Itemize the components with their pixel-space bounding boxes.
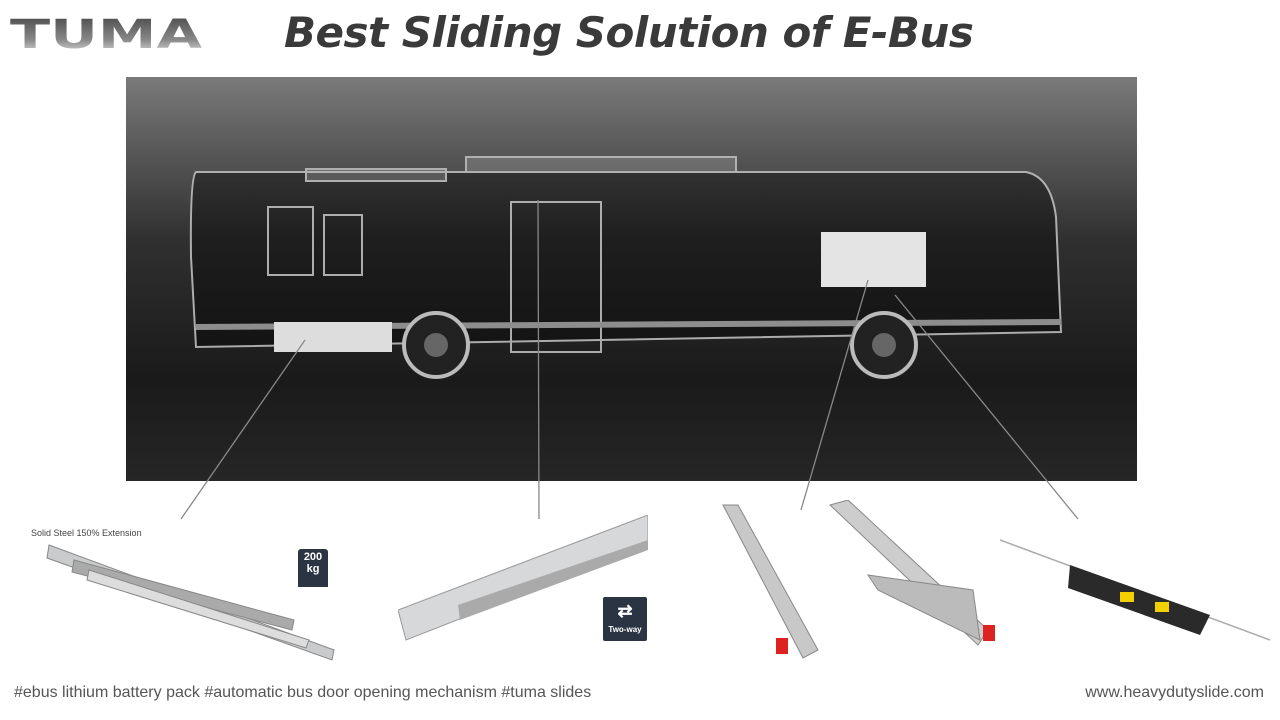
hashtags-footer: #ebus lithium battery pack #automatic bu… xyxy=(14,684,592,701)
svg-text:TUMA: TUMA xyxy=(10,14,202,52)
bus-xray-image xyxy=(126,77,1137,481)
two-way-slide-image xyxy=(398,515,648,641)
page-title: Best Sliding Solution of E-Bus xyxy=(284,8,974,57)
soft-close-mechanism-image xyxy=(1000,539,1271,641)
battery-pack-front xyxy=(274,322,392,352)
badge-value: 200 xyxy=(303,551,323,563)
badge-label: Two-way xyxy=(608,625,642,634)
badge-unit: kg xyxy=(306,563,320,575)
tuma-logo: TUMA xyxy=(10,14,202,52)
product-caption: Solid Steel 150% Extension xyxy=(31,528,142,538)
door-slide-images xyxy=(722,500,995,659)
load-capacity-badge: 200 kg xyxy=(298,549,328,587)
battery-pack-rear xyxy=(821,232,926,287)
website-link[interactable]: www.heavydutyslide.com xyxy=(1085,684,1264,701)
two-way-arrows-icon: ⇄ xyxy=(617,601,633,621)
two-way-badge: ⇄ Two-way xyxy=(603,597,647,641)
heavy-duty-slide-image xyxy=(46,544,335,661)
